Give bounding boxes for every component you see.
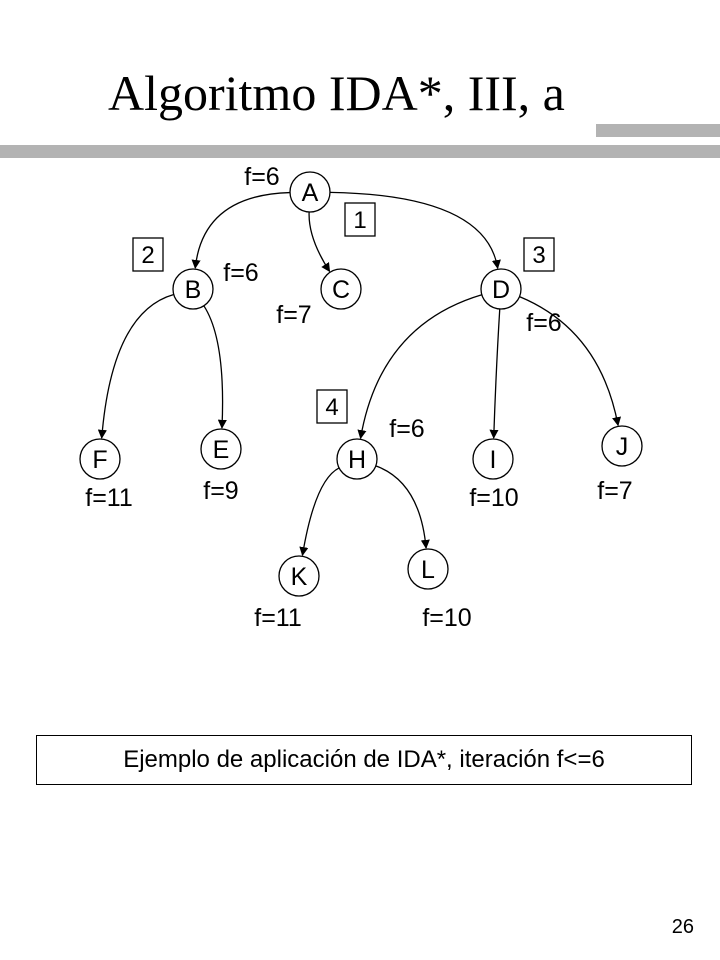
node-label: E — [213, 436, 230, 464]
order-marker-3: 3 — [523, 237, 555, 272]
node-k: K — [278, 555, 320, 597]
edge-d-h — [357, 294, 483, 440]
f-value-label-c: f=7 — [276, 301, 311, 329]
node-circle — [289, 171, 331, 213]
edge-b-e — [203, 305, 227, 429]
order-marker-label: 2 — [141, 242, 154, 269]
order-marker-1: 1 — [344, 202, 376, 237]
order-marker-label: 3 — [532, 242, 545, 269]
order-marker-2: 2 — [132, 237, 164, 272]
node-circle — [320, 268, 362, 310]
edge-b-f — [97, 293, 174, 439]
order-marker-box — [316, 389, 348, 424]
node-c: C — [320, 268, 362, 310]
edge-d-i — [489, 308, 501, 439]
node-i: I — [472, 438, 514, 480]
node-label: J — [616, 433, 629, 461]
node-d: D — [480, 268, 522, 310]
edge-a-b — [191, 191, 291, 270]
order-marker-4: 4 — [316, 389, 348, 424]
node-label: A — [302, 179, 319, 207]
f-value-label-a: f=6 — [244, 163, 279, 191]
f-value-label-d: f=6 — [526, 309, 561, 337]
node-circle — [278, 555, 320, 597]
node-circle — [79, 438, 121, 480]
node-label: H — [348, 446, 366, 474]
node-b: B — [172, 268, 214, 310]
node-label: I — [490, 446, 497, 474]
title-decoration-bar-top — [596, 124, 720, 137]
f-value-label-e: f=9 — [203, 477, 238, 505]
node-circle — [336, 438, 378, 480]
node-h: H — [336, 438, 378, 480]
node-circle — [407, 548, 449, 590]
node-label: L — [421, 556, 435, 584]
edge-h-l — [375, 465, 430, 549]
order-marker-box — [344, 202, 376, 237]
nodes-layer: A B C D F E H I J K L — [79, 171, 643, 597]
f-labels-layer: f=6 f=6 f=7 f=6 f=11 f=9 f=6 f=10 f=7 f=11 f=10 — [85, 163, 632, 632]
f-value-label-l: f=10 — [422, 604, 471, 632]
node-e: E — [200, 428, 242, 470]
node-label: F — [92, 446, 107, 474]
order-marker-box — [132, 237, 164, 272]
order-marker-box — [523, 237, 555, 272]
title-decoration-bar-bottom — [0, 145, 720, 158]
order-markers-layer: 1 2 3 4 — [132, 202, 555, 424]
edge-d-j — [519, 296, 622, 427]
slide-title: Algoritmo IDA*, III, a — [108, 65, 565, 121]
node-circle — [172, 268, 214, 310]
page-number: 26 — [671, 916, 694, 938]
node-j: J — [601, 425, 643, 467]
node-label: D — [492, 276, 510, 304]
node-label: B — [185, 276, 202, 304]
node-circle — [200, 428, 242, 470]
node-circle — [472, 438, 514, 480]
node-circle — [480, 268, 522, 310]
f-value-label-b: f=6 — [223, 259, 258, 287]
node-l: L — [407, 548, 449, 590]
node-a: A — [289, 171, 331, 213]
edge-a-c — [308, 211, 331, 273]
node-label: K — [291, 563, 308, 591]
node-circle — [601, 425, 643, 467]
f-value-label-j: f=7 — [597, 477, 632, 505]
f-value-label-h: f=6 — [389, 415, 424, 443]
node-f: F — [79, 438, 121, 480]
node-label: C — [332, 276, 350, 304]
caption: Ejemplo de aplicación de IDA*, iteración… — [36, 735, 692, 785]
edge-a-d — [329, 191, 501, 270]
edges-layer — [97, 191, 622, 557]
order-marker-label: 4 — [325, 394, 338, 421]
f-value-label-i: f=10 — [469, 484, 518, 512]
f-value-label-f: f=11 — [85, 484, 133, 512]
edge-h-k — [299, 467, 340, 557]
f-value-label-k: f=11 — [254, 604, 302, 632]
order-marker-label: 1 — [353, 207, 366, 234]
